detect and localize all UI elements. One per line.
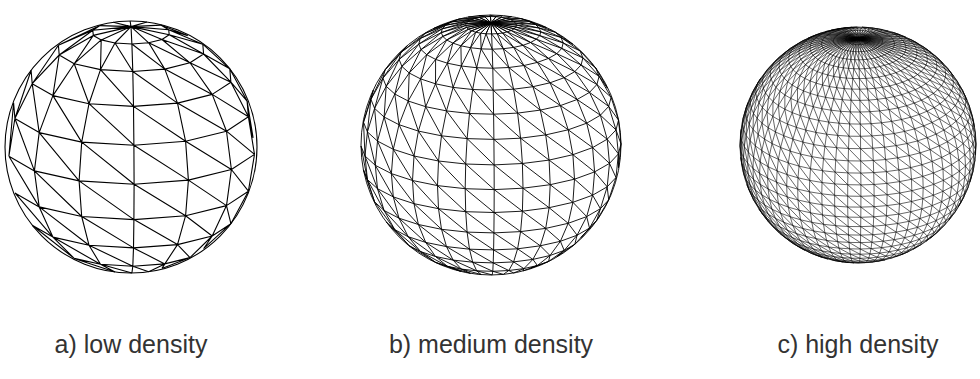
sphere-outline (361, 15, 621, 275)
sphere-wireframe (9, 21, 255, 273)
sphere-outline (740, 27, 976, 263)
sphere-outline (5, 21, 257, 273)
figure-caption: c) high density (777, 330, 938, 359)
figure-caption: a) low density (55, 330, 208, 359)
sphere-wireframe (740, 27, 976, 263)
sphere-wireframe (361, 15, 621, 275)
figure-caption: b) medium density (389, 330, 593, 359)
